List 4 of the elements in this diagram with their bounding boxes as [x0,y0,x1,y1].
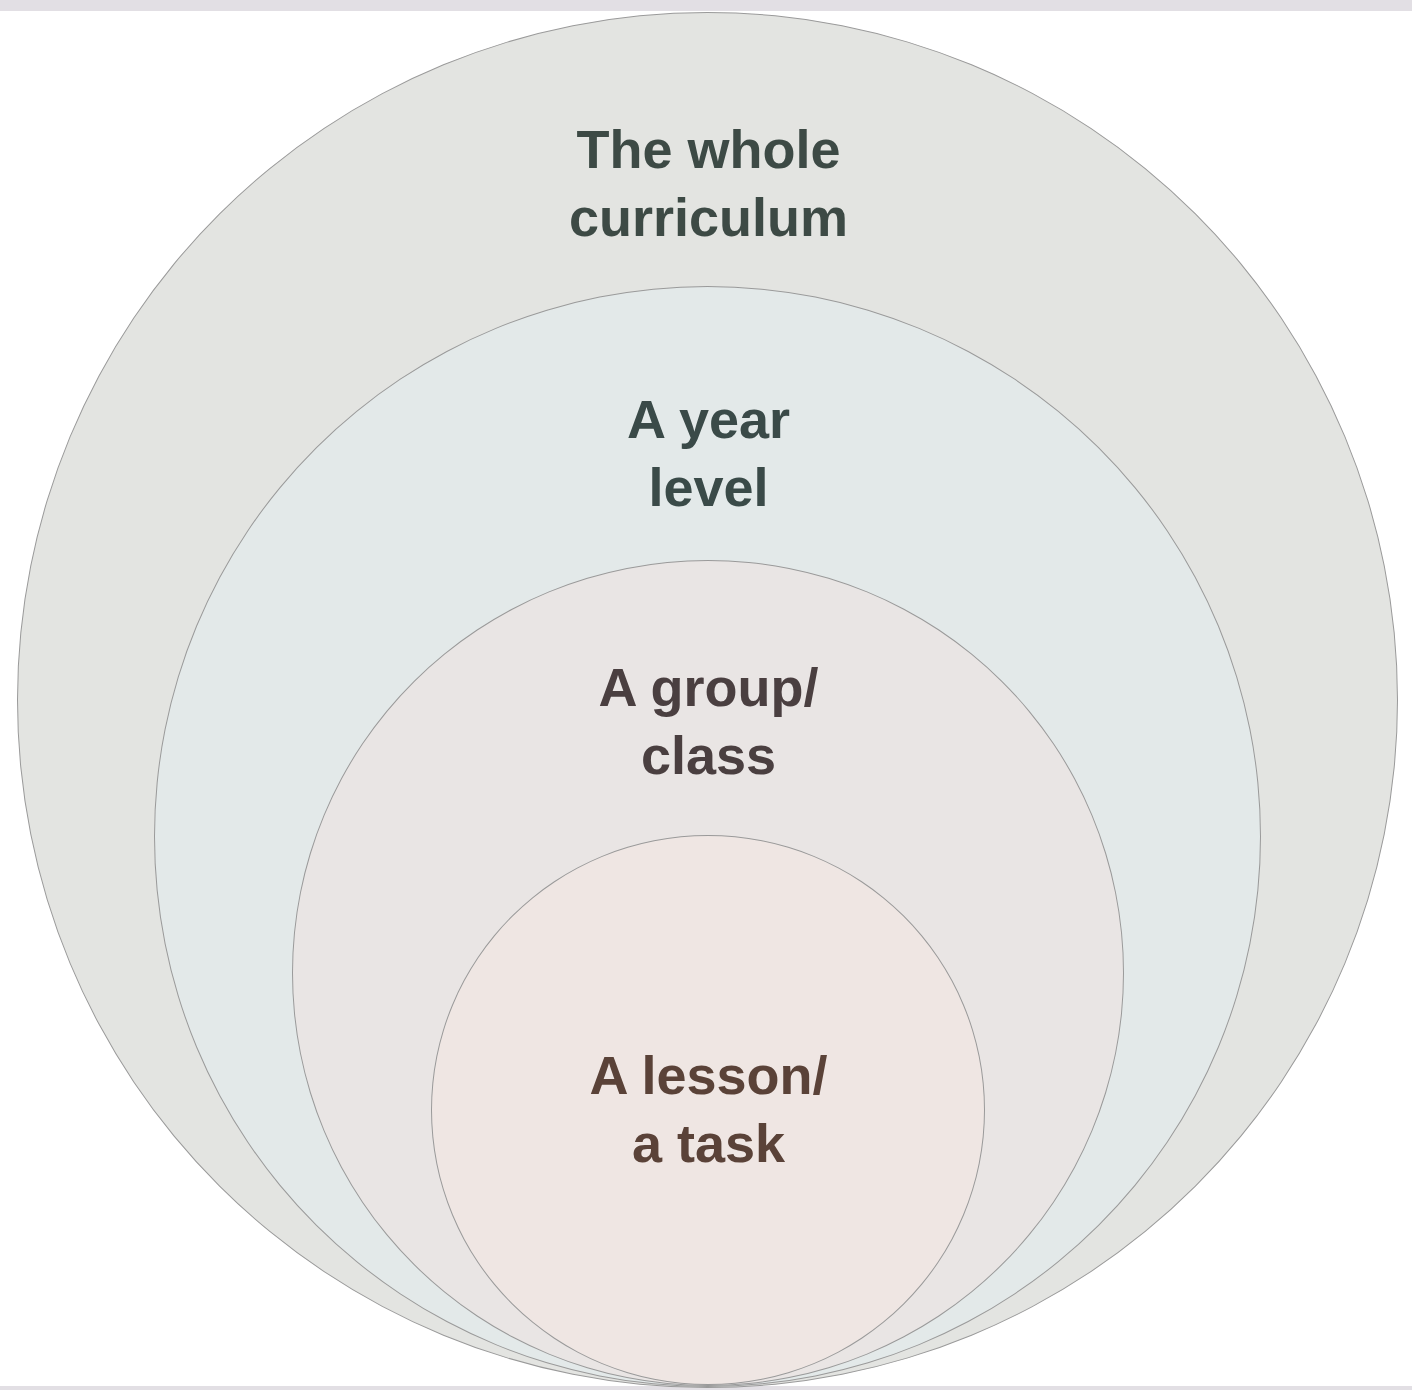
circle-label: The whole curriculum [567,118,850,249]
circle-label: A group/ class [597,656,820,787]
circle-label: A year level [625,388,792,519]
circle-label: A lesson/ a task [588,1044,829,1175]
